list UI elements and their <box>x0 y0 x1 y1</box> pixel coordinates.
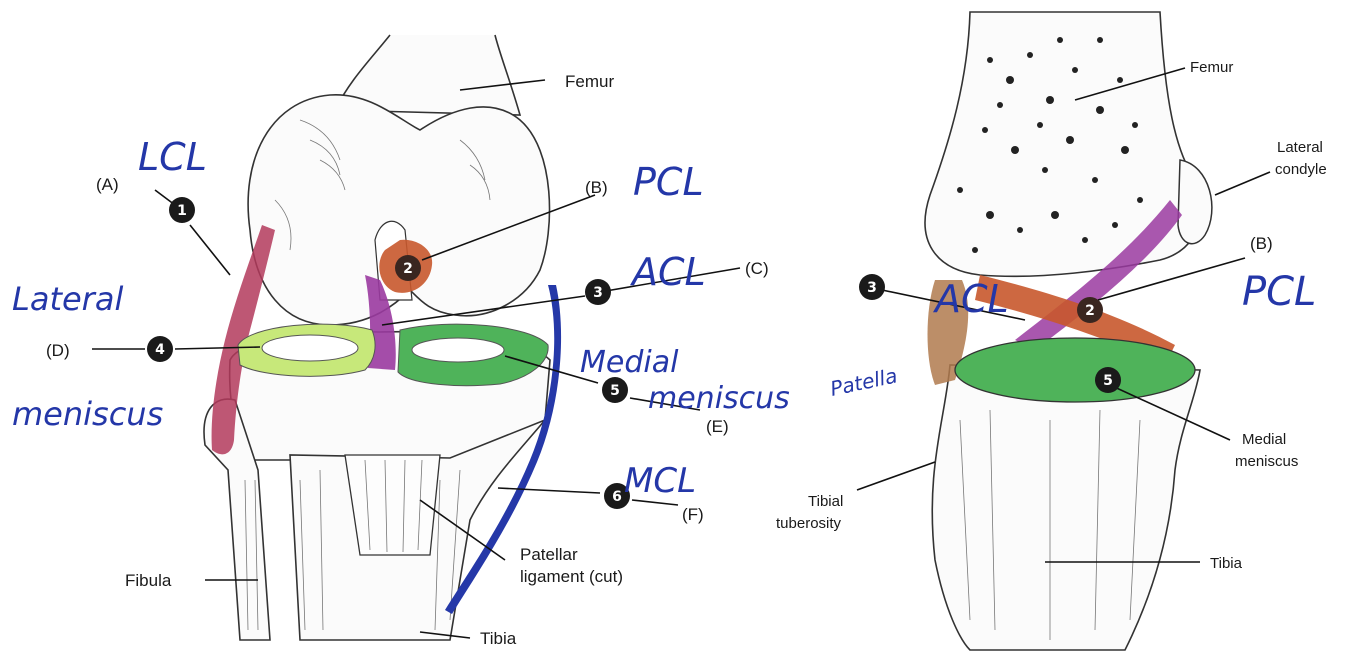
label-medial: Medial <box>1242 431 1286 448</box>
left-lateral-meniscus-inner <box>262 335 358 361</box>
label-tuberosity: tuberosity <box>776 515 842 532</box>
badge-5-text: 5 <box>610 383 620 399</box>
badge-6-text: 6 <box>612 489 622 505</box>
label-B: (B) <box>585 178 608 197</box>
label-E: (E) <box>706 417 729 436</box>
label-condyle: condyle <box>1275 161 1327 178</box>
right-badge-5-text: 5 <box>1103 373 1113 389</box>
label-lateral: Lateral <box>1277 139 1323 156</box>
badge-5: 5 <box>602 377 628 403</box>
badge-3-text: 3 <box>593 285 603 301</box>
hand-pcl: PCL <box>633 160 704 204</box>
badge-4: 4 <box>147 336 173 362</box>
right-knee-view: 3 2 5 Femur Lateral condyle (B) Medial m… <box>776 12 1327 650</box>
label-femur-left: Femur <box>565 72 614 91</box>
badge-1-text: 1 <box>177 203 187 219</box>
hand-lcl: LCL <box>138 135 207 179</box>
right-badge-2-text: 2 <box>1085 303 1095 319</box>
label-D: (D) <box>46 341 70 360</box>
label-C: (C) <box>745 259 769 278</box>
hand-meniscus-lateral: meniscus <box>12 395 163 433</box>
hand-acl: ACL <box>629 250 706 294</box>
right-badge-3-text: 3 <box>867 280 877 296</box>
label-patellar: Patellar <box>520 545 578 564</box>
right-medial-meniscus <box>955 338 1195 402</box>
label-meniscus-right: meniscus <box>1235 453 1298 470</box>
hand-meniscus-medial: meniscus <box>648 381 790 416</box>
label-B-right: (B) <box>1250 234 1273 253</box>
label-femur-right: Femur <box>1190 59 1233 76</box>
label-A: (A) <box>96 175 119 194</box>
badge-1: 1 <box>169 197 195 223</box>
label-patellar-ligament-cut: ligament (cut) <box>520 567 623 586</box>
hand-pcl-right: PCL <box>1242 269 1316 315</box>
badge-2: 2 <box>395 255 421 281</box>
hand-lateral: Lateral <box>12 280 123 318</box>
hand-mcl: MCL <box>624 461 696 501</box>
right-badge-2: 2 <box>1077 297 1103 323</box>
right-badge-3: 3 <box>859 274 885 300</box>
left-medial-meniscus-inner <box>412 338 504 362</box>
badge-4-text: 4 <box>155 342 165 358</box>
label-fibula: Fibula <box>125 571 172 590</box>
leader-lateral-condyle <box>1215 172 1270 195</box>
label-tibia-left: Tibia <box>480 629 517 648</box>
hand-patella: Patella <box>828 363 899 401</box>
hand-medial: Medial <box>580 345 679 380</box>
label-F: (F) <box>682 505 704 524</box>
right-badge-5: 5 <box>1095 367 1121 393</box>
badge-3: 3 <box>585 279 611 305</box>
leader-tibial-tuberosity <box>857 462 935 490</box>
hand-acl-right: ACL <box>932 277 1009 321</box>
left-knee-view: 1 2 3 4 5 6 Femur (A) (B) (C) (D) (E) (F… <box>12 35 899 648</box>
label-tibia-right: Tibia <box>1210 555 1243 572</box>
label-tibial: Tibial <box>808 493 843 510</box>
right-lateral-condyle <box>1178 160 1212 244</box>
badge-2-text: 2 <box>403 261 413 277</box>
